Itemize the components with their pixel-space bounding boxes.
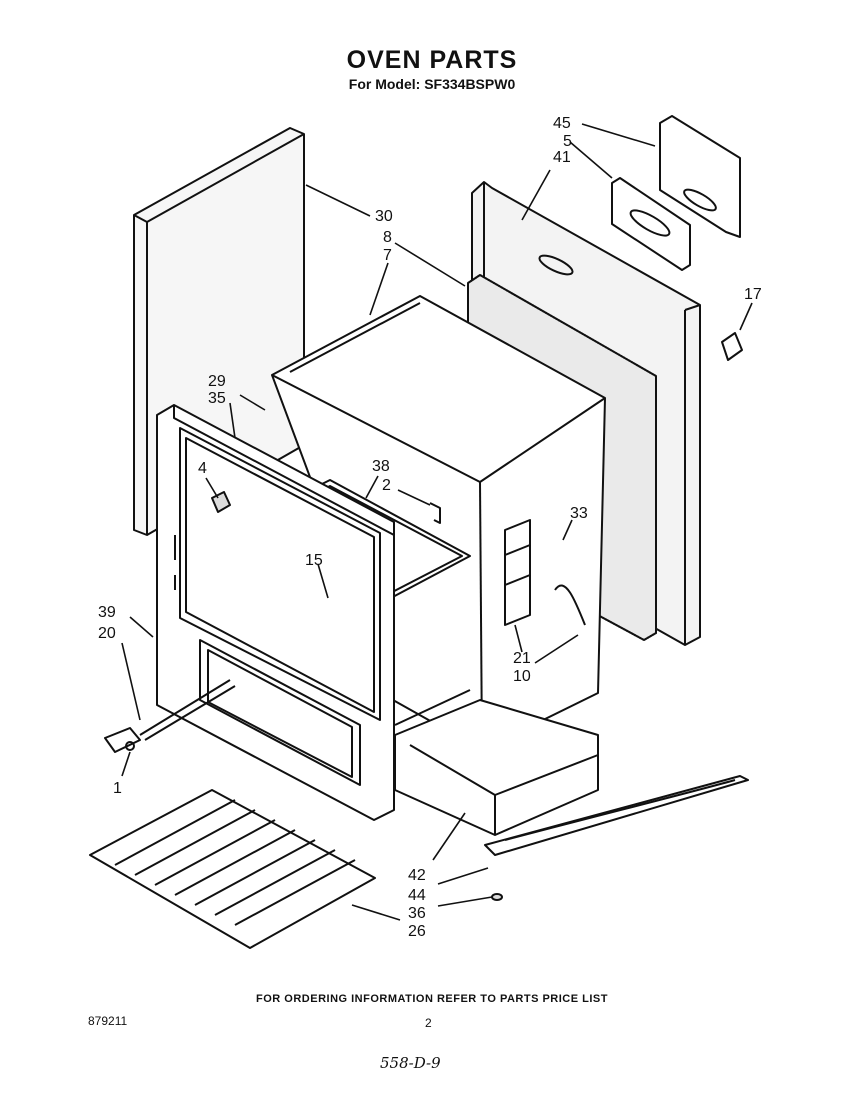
page-number: 2 (425, 1016, 432, 1030)
callout-39: 39 (98, 604, 116, 621)
foot-36 (491, 893, 503, 901)
callout-36: 36 (408, 905, 426, 922)
callout-labels: 45 5 41 30 8 7 17 29 35 4 38 2 33 15 39 … (98, 115, 762, 940)
callout-44: 44 (408, 887, 426, 904)
callout-5: 5 (563, 133, 572, 150)
page-title: OVEN PARTS (346, 46, 518, 74)
callout-8: 8 (383, 229, 392, 246)
callout-17: 17 (744, 286, 762, 303)
vent-gasket-5 (611, 177, 691, 271)
hinge-slots (504, 519, 586, 626)
callout-7: 7 (383, 247, 392, 264)
callout-35: 35 (208, 390, 226, 407)
callout-42: 42 (408, 867, 426, 884)
callout-33: 33 (570, 505, 588, 522)
vent-plate-45 (659, 115, 741, 238)
callout-2: 2 (382, 477, 391, 494)
oven-rack (89, 789, 376, 949)
bake-element (484, 775, 749, 856)
ordering-note: FOR ORDERING INFORMATION REFER TO PARTS … (256, 993, 608, 1005)
bracket-17 (721, 332, 743, 361)
callout-26: 26 (408, 923, 426, 940)
callout-10: 10 (513, 668, 531, 685)
callout-1: 1 (113, 780, 122, 797)
callout-4: 4 (198, 460, 207, 477)
callout-20: 20 (98, 625, 116, 642)
handwritten-note: 558-D-9 (380, 1054, 441, 1072)
model-subtitle: For Model: SF334BSPW0 (348, 76, 516, 92)
document-number: 879211 (88, 1014, 128, 1028)
callout-21: 21 (513, 650, 531, 667)
bottom-drawer (394, 699, 599, 836)
callout-29: 29 (208, 373, 226, 390)
leader-lines (121, 123, 753, 921)
callout-15: 15 (305, 552, 323, 569)
callout-38: 38 (372, 458, 390, 475)
bracket-2 (429, 502, 441, 524)
callout-41: 41 (553, 149, 571, 166)
callout-30: 30 (375, 208, 393, 225)
callout-45: 45 (553, 115, 571, 132)
rack-guide (104, 679, 236, 753)
